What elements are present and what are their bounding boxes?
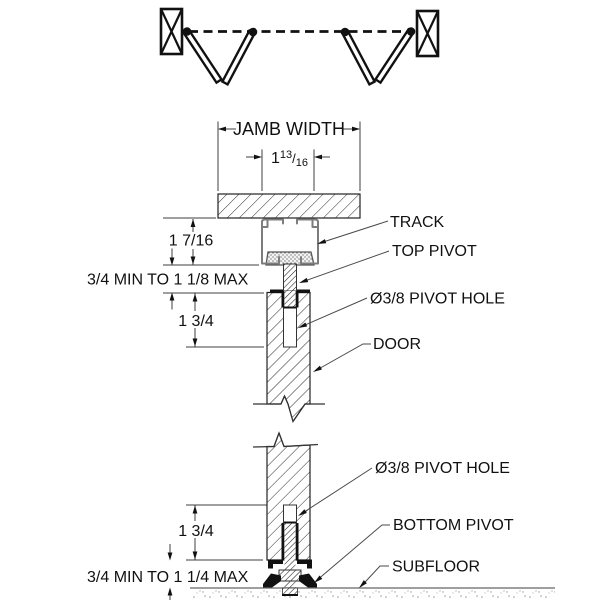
door-panel [340,28,377,87]
pivot-dot [248,27,258,37]
bottom-clearance-dimension: 3/4 MIN TO 1 1/4 MAX [87,544,249,600]
track-section [261,218,319,258]
top-pivot-hole-label: Ø3/8 PIVOT HOLE [370,291,505,308]
door-label: DOOR [373,336,421,353]
right-jamb-icon [415,9,440,58]
top-pivot-hole [283,292,297,348]
label-track: TRACK [317,214,445,244]
track-width-text: 113/16 [271,149,308,169]
bottom-hole-depth-text: 1 3/4 [178,523,214,540]
label-top-pivot: TOP PIVOT [299,243,477,283]
door-panel [373,27,416,85]
bracket-wing [263,573,281,588]
bracket-wing [299,573,317,588]
pivot-dot [340,27,350,37]
jamb-width-dimension: JAMB WIDTH [218,119,360,139]
bottom-hole-depth-dimension: 1 3/4 [176,505,216,560]
door-break-line [252,432,319,448]
pivot-dot [406,27,416,36]
top-pivot-plate [270,289,283,294]
track-width-dimension: 113/16 [246,149,330,169]
label-door: DOOR [313,336,421,372]
plan-view [159,7,440,87]
label-bottom-pivot-hole: Ø3/8 PIVOT HOLE [298,460,510,516]
track-height-text: 1 7/16 [169,233,214,250]
top-pivot-label: TOP PIVOT [392,243,477,260]
top-pivot-plate [297,289,310,294]
jamb-width-text: JAMB WIDTH [233,119,345,139]
bottom-bracket-hook [297,559,312,569]
subfloor-label: SUBFLOOR [392,559,480,576]
label-bottom-pivot: BOTTOM PIVOT [314,517,514,583]
bottom-pivot [263,521,317,592]
top-hole-depth-dimension: 1 3/4 [176,293,216,347]
top-pivot [261,251,319,292]
door-panel [220,28,257,87]
bottom-pivot-collar [278,569,302,582]
head-section: JAMB WIDTH 113/16 [87,119,505,423]
bottom-clearance-text: 3/4 MIN TO 1 1/4 MAX [87,569,249,586]
bottom-pivot-label: BOTTOM PIVOT [393,517,514,534]
left-jamb-icon [159,7,184,56]
top-clearance-dimension: 3/4 MIN TO 1 1/8 MAX [87,248,249,310]
floor-socket [282,587,298,595]
track-height-dimension: 1 7/16 [166,219,216,265]
extension-lines [163,121,361,348]
door-break-line [253,395,325,423]
top-clearance-text: 3/4 MIN TO 1 1/8 MAX [87,272,249,289]
subfloor-surface [190,587,555,598]
pivot-dot [182,27,192,36]
sill-section: 1 3/4 3/4 MIN TO 1 1/4 MAX Ø3/8 PIVOT HO… [87,431,555,600]
header-jamb [217,193,361,219]
top-hole-depth-text: 1 3/4 [178,313,214,330]
bottom-bracket-hook [268,559,283,569]
track-label: TRACK [390,214,445,231]
bottom-pivot-pin [284,522,296,592]
label-top-pivot-hole: Ø3/8 PIVOT HOLE [298,291,505,328]
label-subfloor: SUBFLOOR [359,559,480,588]
door-top-section [253,289,325,423]
top-pivot-stem [283,263,297,292]
bottom-pivot-hole-label: Ø3/8 PIVOT HOLE [375,460,510,477]
door-panel [181,27,224,85]
top-pivot-pin [284,291,296,308]
